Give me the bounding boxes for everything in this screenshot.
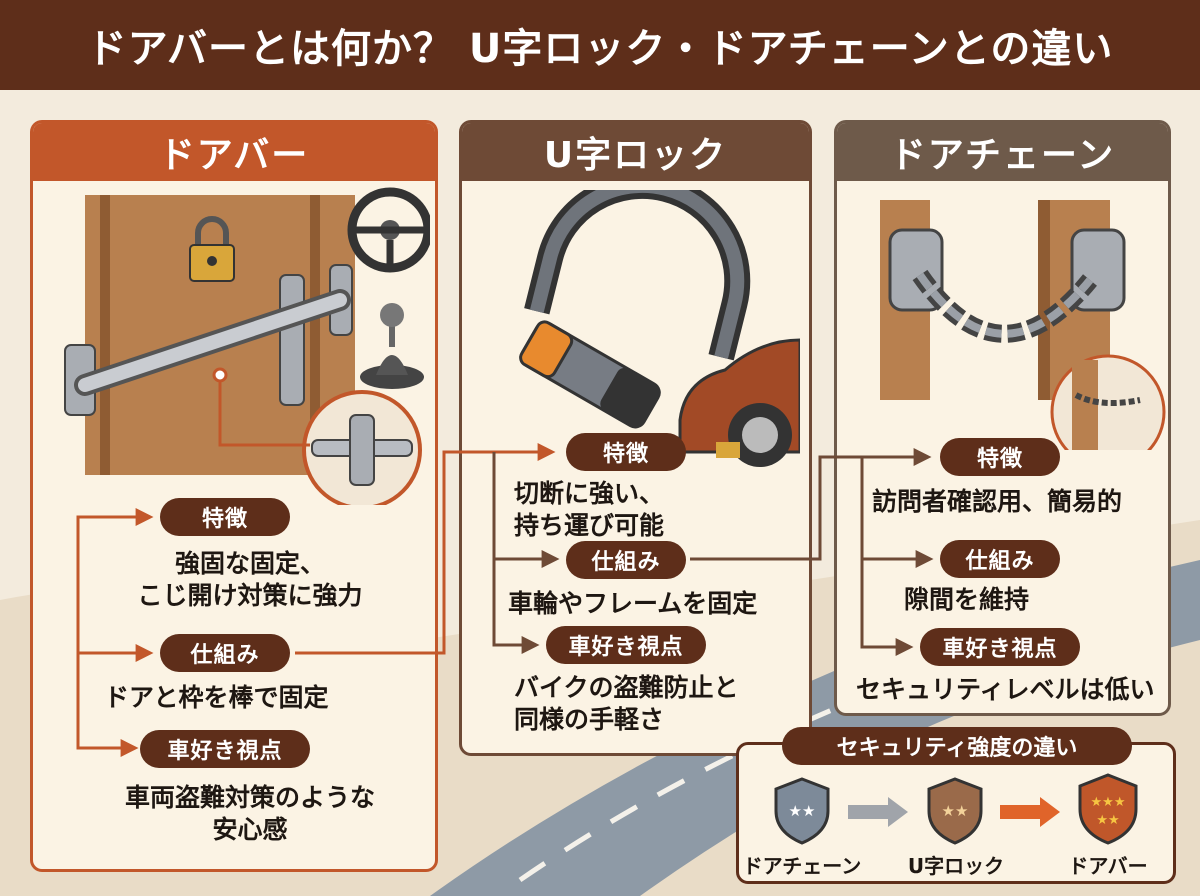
padlock-icon — [189, 216, 235, 282]
panel-ulock-title: U字ロック — [462, 123, 809, 181]
page-title: ドアバーとは何か？ U字ロック・ドアチェーンとの違い — [86, 26, 1114, 72]
doorbar-car-pill: 車好き視点 — [140, 730, 310, 768]
chain-mechanism-pill: 仕組み — [940, 540, 1060, 578]
chain-car-text: セキュリティレベルは低い — [856, 675, 1155, 704]
shield-icon-ulock: ★★ — [927, 777, 983, 845]
panel-doorbar-title: ドアバー — [33, 123, 435, 181]
ulock-feature-text: 切断に強い、 持ち運び可能 — [514, 479, 665, 540]
ulock-car-text: バイクの盗難防止と 同様の手軽さ — [514, 673, 739, 734]
ulock-car-pill: 車好き視点 — [546, 626, 706, 664]
title-bar: ドアバーとは何か？ U字ロック・ドアチェーンとの違い — [0, 0, 1200, 90]
panel-chain-title: ドアチェーン — [837, 123, 1168, 181]
security-level-label: ドアバー — [1068, 854, 1148, 878]
doorbar-car-text: 車両盗難対策のような 安心感 — [124, 783, 375, 844]
ulock-mechanism-text: 車輪やフレームを固定 — [508, 589, 758, 618]
doorbar-feature-pill: 特徴 — [160, 498, 290, 536]
doorbar-feature-text: 強固な固定、 こじ開け対策に強力 — [137, 549, 363, 610]
arrow-right-icon — [848, 797, 908, 827]
chain-feature-pill: 特徴 — [940, 438, 1060, 476]
svg-text:★★: ★★ — [1096, 813, 1119, 828]
ulock-mechanism-pill: 仕組み — [566, 541, 686, 579]
security-level-label: ドアチェーン — [742, 854, 862, 878]
svg-text:★★: ★★ — [942, 802, 969, 820]
car-icon — [678, 338, 800, 467]
ulock-feature-pill: 特徴 — [566, 433, 686, 471]
chain-mechanism-text: 隙間を維持 — [904, 585, 1030, 614]
security-comparison-title: セキュリティ強度の違い — [782, 727, 1132, 765]
steering-wheel-icon — [347, 187, 430, 273]
arrow-right-icon — [1000, 797, 1060, 827]
ulock-illustration — [519, 190, 800, 467]
doorbar-mechanism-pill: 仕組み — [160, 634, 290, 672]
doorbar-mechanism-text: ドアと枠を棒で固定 — [104, 683, 329, 712]
chain-illustration — [880, 200, 1166, 450]
svg-text:★★: ★★ — [789, 802, 816, 820]
gear-shift-icon — [360, 303, 424, 389]
chain-feature-text: 訪問者確認用、簡易的 — [872, 487, 1123, 516]
doorbar-illustration — [64, 187, 430, 505]
chain-car-pill: 車好き視点 — [920, 628, 1080, 666]
shield-icon-chain: ★★ — [774, 777, 830, 845]
svg-text:★★★: ★★★ — [1091, 795, 1126, 810]
shield-icon-doorbar: ★★★ ★★ — [1078, 773, 1138, 845]
security-level-label: U字ロック — [907, 854, 1005, 878]
